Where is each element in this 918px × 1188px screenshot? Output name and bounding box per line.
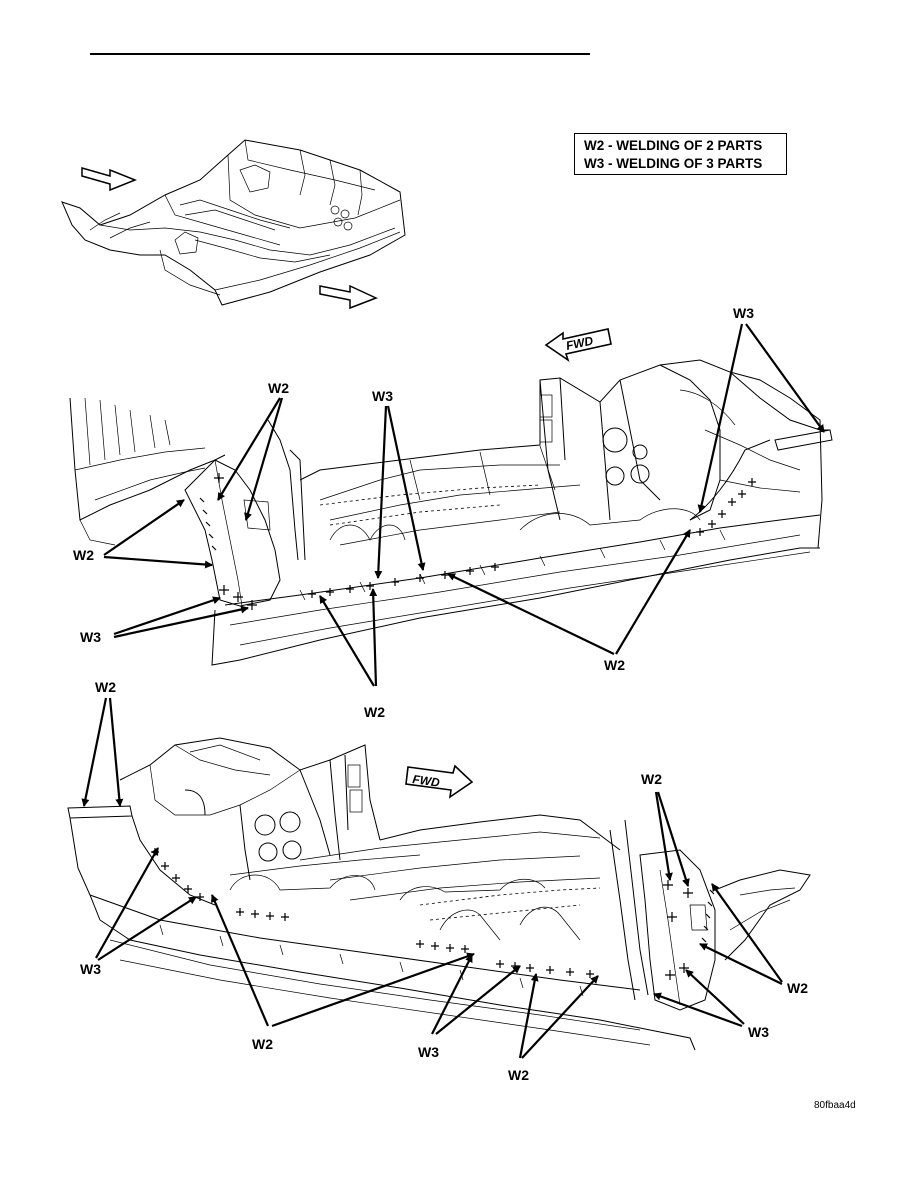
fwd-label-bottom: FWD	[412, 772, 441, 790]
fwd-arrow-bottom: FWD	[405, 764, 474, 799]
label-w3-top-rear: W3	[80, 629, 101, 645]
label-w3-bottom-front: W3	[80, 961, 101, 977]
fwd-arrow-top: FWD	[544, 328, 612, 362]
label-w3-bottom-sill: W3	[418, 1044, 439, 1060]
label-w3-bottom-rear: W3	[748, 1024, 769, 1040]
leaders-top	[103, 323, 825, 687]
inset-arrow-left	[81, 167, 138, 192]
figure-code: 80fbaa4d	[814, 1100, 856, 1111]
label-w3-top-sill: W3	[372, 388, 393, 404]
floor-pan-overview	[61, 139, 406, 306]
label-w3-top-front: W3	[733, 305, 754, 321]
label-w2-bottom-sill: W2	[252, 1036, 273, 1052]
label-w2-top-pillar: W2	[268, 380, 289, 396]
label-w2-top-rear: W2	[73, 547, 94, 563]
weld-marks-top	[199, 473, 756, 610]
leaders-bottom	[81, 697, 783, 1059]
inset-arrow-right	[319, 284, 378, 310]
label-w2-bottom-sill-2: W2	[508, 1067, 529, 1083]
label-w2-top-sill: W2	[364, 704, 385, 720]
legend-w2: W2 - WELDING OF 2 PARTS	[584, 138, 763, 153]
header-rule	[90, 53, 590, 55]
label-w2-bottom-front: W2	[95, 679, 116, 695]
label-w2-top-front: W2	[604, 657, 625, 673]
right-sill-view	[67, 737, 811, 1051]
weld-marks-bottom	[151, 848, 715, 980]
label-w2-bottom-rear: W2	[787, 980, 808, 996]
legend-w3: W3 - WELDING OF 3 PARTS	[584, 156, 763, 171]
left-sill-view	[69, 359, 833, 666]
weld-legend: W2 - WELDING OF 2 PARTS W3 - WELDING OF …	[574, 133, 787, 175]
fwd-label-top: FWD	[565, 333, 595, 352]
label-w2-bottom-pillar: W2	[641, 771, 662, 787]
